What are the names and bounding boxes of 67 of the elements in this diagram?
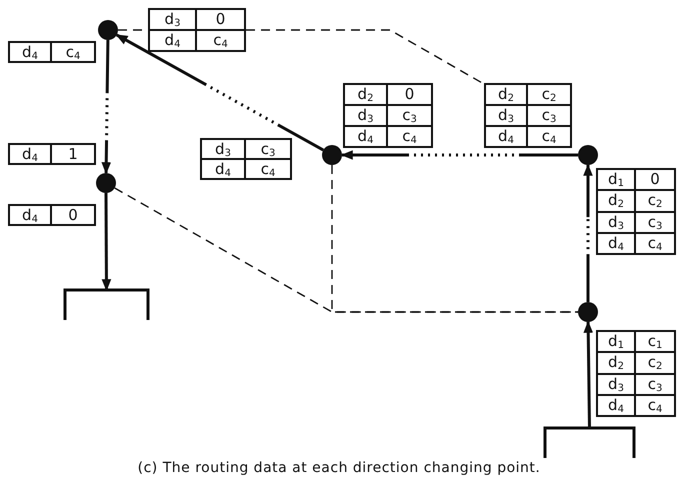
table-entry: d$_{4}$	[10, 206, 52, 224]
dashed-line	[246, 29, 484, 85]
table-entry: d$_{2}$	[598, 353, 636, 374]
table-entry: c$_{4}$	[64, 43, 82, 61]
route-arrow	[116, 34, 324, 152]
table-entry: d$_{3}$	[345, 106, 388, 127]
routing-table	[8, 204, 96, 226]
table-entry: 0	[197, 10, 244, 31]
table-entry: c$_{3}$	[636, 374, 674, 396]
table-entry: c$_{4}$	[401, 127, 418, 146]
table-entry: d$_{4}$	[150, 31, 197, 50]
table-entry: d$_{1}$	[598, 332, 636, 354]
table-entry: 0	[388, 85, 431, 106]
route-arrow	[583, 320, 594, 428]
table-entry: d$_{1}$	[598, 170, 636, 192]
table-entry: c$_{2}$	[636, 191, 674, 212]
direction-change-point	[578, 302, 598, 322]
table-entry: c$_{3}$	[246, 140, 290, 160]
direction-change-point	[578, 145, 598, 165]
caption: (c) The routing data at each direction changing point.	[136, 460, 542, 476]
direction-change-point	[98, 20, 118, 40]
route-arrow	[340, 150, 578, 160]
routing-table	[596, 168, 676, 255]
terminal-symbol	[64, 288, 150, 320]
routing-table	[484, 83, 572, 148]
route-arrow	[583, 164, 593, 302]
table-entry: d$_{2}$	[345, 85, 388, 106]
terminal-symbol	[544, 426, 636, 458]
route-arrow	[102, 192, 112, 292]
table-entry: d$_{3}$	[598, 212, 636, 234]
table-entry: d$_{4}$	[598, 234, 636, 253]
routing-table	[8, 41, 96, 63]
table-entry: 1	[67, 145, 79, 163]
table-entry: d$_{4}$	[10, 43, 52, 61]
table-entry: c$_{2}$	[528, 85, 570, 106]
table-entry: d$_{4}$	[202, 160, 246, 178]
routing-table	[200, 138, 292, 180]
direction-change-point	[322, 145, 342, 165]
table-entry: c$_{4}$	[260, 160, 276, 178]
table-entry: d$_{4}$	[345, 127, 388, 146]
routing-table	[343, 83, 433, 148]
table-entry: c$_{3}$	[388, 106, 431, 127]
direction-change-point	[96, 173, 116, 193]
routing-table	[596, 330, 676, 417]
table-entry: c$_{4}$	[646, 396, 664, 415]
table-entry: c$_{4}$	[540, 127, 558, 146]
table-entry: c$_{1}$	[636, 332, 674, 354]
table-entry: c$_{2}$	[636, 353, 674, 374]
table-entry: d$_{3}$	[598, 374, 636, 396]
table-entry: c$_{4}$	[212, 31, 229, 50]
table-entry: c$_{3}$	[636, 212, 674, 234]
table-entry: d$_{4}$	[598, 396, 636, 415]
table-entry: d$_{3}$	[202, 140, 246, 160]
table-entry: d$_{2}$	[598, 191, 636, 212]
table-entry: d$_{3}$	[150, 10, 197, 31]
route-arrow	[101, 40, 112, 174]
table-entry: d$_{4}$	[10, 145, 52, 163]
table-entry: d$_{3}$	[486, 106, 528, 127]
table-entry: d$_{4}$	[486, 127, 528, 146]
routing-table	[8, 143, 96, 165]
dashed-line	[331, 165, 578, 313]
table-entry: d$_{2}$	[486, 85, 528, 106]
table-entry: 0	[67, 206, 79, 224]
table-entry: c$_{3}$	[528, 106, 570, 127]
table-entry: 0	[636, 170, 674, 192]
table-entry: c$_{4}$	[646, 234, 664, 253]
routing-table	[148, 8, 246, 52]
